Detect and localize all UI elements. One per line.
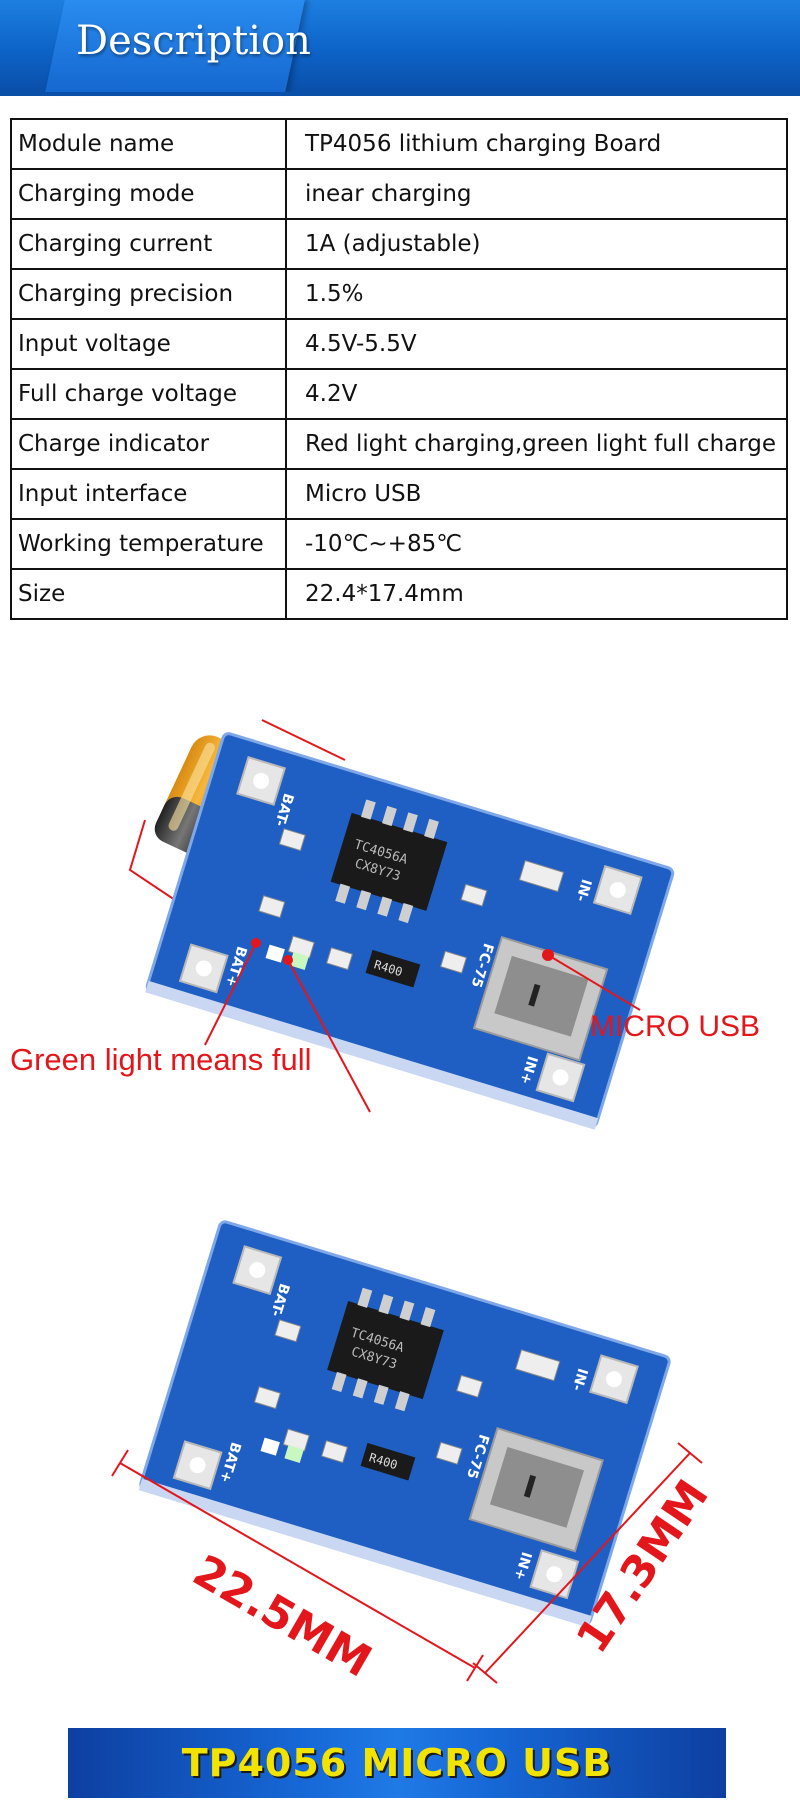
header-banner: Description <box>0 0 800 92</box>
spec-label: Charging current <box>10 218 287 270</box>
table-row: Charging precision 1.5% <box>10 268 788 320</box>
callout-green-light: Green light means full <box>10 1042 312 1077</box>
spec-value: 1A (adjustable) <box>285 218 788 270</box>
spec-value: 1.5% <box>285 268 788 320</box>
page-title: Description <box>76 18 311 64</box>
spec-value: 4.2V <box>285 368 788 420</box>
board-illustration: TC4056A CX8Y73 R400 BAT- BAT+ IN- IN+ FC… <box>128 719 675 1130</box>
table-row: Charge indicator Red light charging,gree… <box>10 418 788 470</box>
table-row: Full charge voltage 4.2V <box>10 368 788 420</box>
red-led <box>265 944 285 963</box>
table-row: Input interface Micro USB <box>10 468 788 520</box>
spec-label: Working temperature <box>10 518 287 570</box>
dimension-length: 22.5MM <box>185 1545 380 1687</box>
header-divider <box>0 92 800 96</box>
spec-value: Micro USB <box>285 468 788 520</box>
table-row: Input voltage 4.5V-5.5V <box>10 318 788 370</box>
table-row: Charging mode inear charging <box>10 168 788 220</box>
chip <box>327 1301 444 1400</box>
dimension-width-line <box>472 1442 703 1684</box>
chip <box>330 812 448 911</box>
spec-value: 4.5V-5.5V <box>285 318 788 370</box>
board-dimension-illustration: TC4056A CX8Y73 R400 BAT- BAT+ IN- IN+ FC… <box>111 1220 719 1688</box>
spec-value: TP4056 lithium charging Board <box>285 118 788 170</box>
spec-label: Charging mode <box>10 168 287 220</box>
silk-in-neg: IN- <box>572 877 594 904</box>
spec-value: -10℃~+85℃ <box>285 518 788 570</box>
board-photo-callouts: TC4056A CX8Y73 R400 BAT- BAT+ IN- IN+ FC… <box>0 700 800 1130</box>
spec-label: Charge indicator <box>10 418 287 470</box>
spec-label: Module name <box>10 118 287 170</box>
table-row: Working temperature -10℃~+85℃ <box>10 518 788 570</box>
spec-label: Input interface <box>10 468 287 520</box>
spec-value: Red light charging,green light full char… <box>285 418 788 470</box>
board-photo-dimensions: TC4056A CX8Y73 R400 BAT- BAT+ IN- IN+ FC… <box>0 1208 800 1708</box>
spec-label: Size <box>10 568 287 620</box>
dimension-length-line <box>111 1449 484 1682</box>
table-row: Size 22.4*17.4mm <box>10 568 788 620</box>
table-row: Charging current 1A (adjustable) <box>10 218 788 270</box>
spec-label: Full charge voltage <box>10 368 287 420</box>
spec-label: Input voltage <box>10 318 287 370</box>
footer-title: TP4056 MICRO USB <box>181 1741 613 1785</box>
spec-value: inear charging <box>285 168 788 220</box>
spec-value: 22.4*17.4mm <box>285 568 788 620</box>
table-row: Module name TP4056 lithium charging Boar… <box>10 118 788 170</box>
green-led <box>289 951 309 970</box>
spec-table: Module name TP4056 lithium charging Boar… <box>10 118 788 620</box>
spec-label: Charging precision <box>10 268 287 320</box>
silk-in-neg: IN- <box>568 1366 590 1393</box>
callout-micro-usb: MICRO USB <box>590 1010 761 1043</box>
footer-banner: TP4056 MICRO USB <box>68 1728 726 1798</box>
